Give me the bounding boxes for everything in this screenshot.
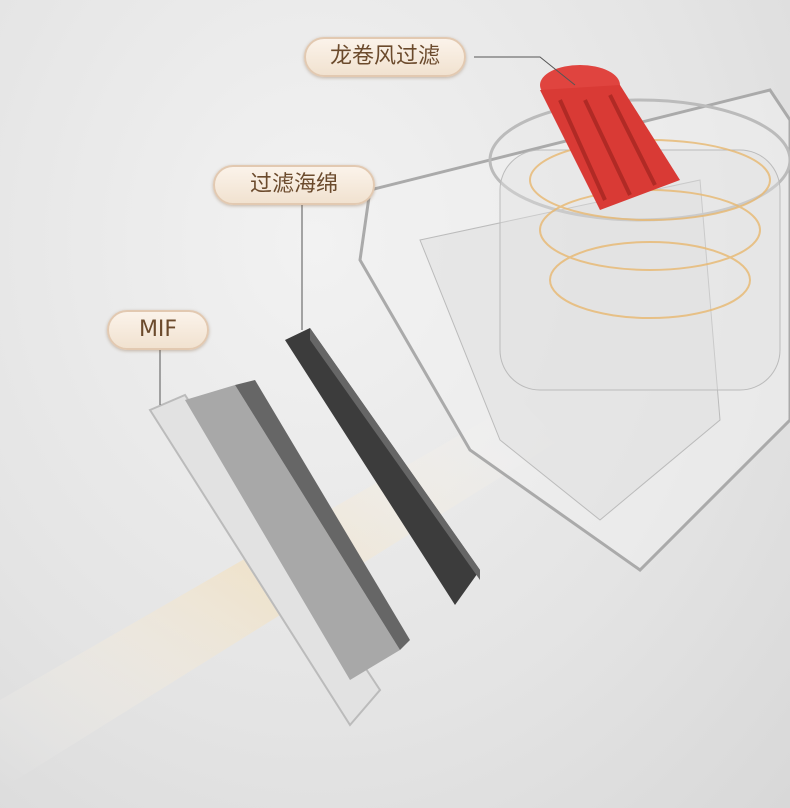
mif-filter	[148, 380, 410, 727]
sponge-filter	[285, 328, 480, 605]
cyclone-cone-red	[540, 65, 680, 210]
label-mif: MIF	[107, 310, 209, 350]
label-filter-sponge: 过滤海绵	[213, 165, 375, 205]
leader-lines	[159, 56, 576, 405]
label-cyclone-filter: 龙卷风过滤	[304, 37, 466, 77]
dust-bin	[358, 65, 790, 572]
